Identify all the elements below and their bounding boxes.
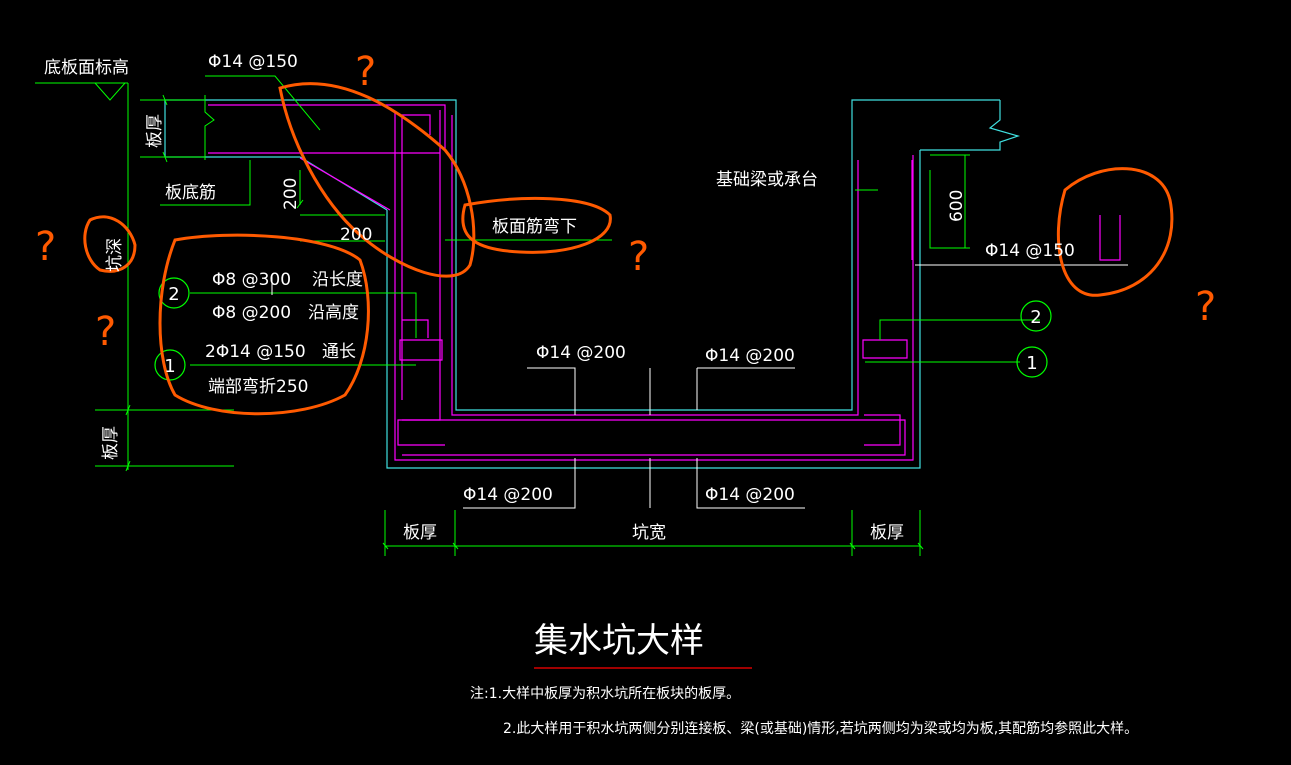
- question-mark-2: ?: [35, 224, 56, 270]
- marker-circle-right-1: [1016, 346, 1048, 378]
- label-slab-top-bent: 板面筋弯下: [492, 217, 577, 237]
- label-long-bar-note: 通长: [322, 342, 356, 362]
- question-mark-3: ?: [95, 309, 116, 355]
- highlight-right-rebar: [1056, 167, 1174, 297]
- label-slab-bottom-bar: 板底筋: [165, 183, 216, 203]
- label-stirrup-1: Φ8 @300: [212, 270, 291, 290]
- marker-right-1: 1: [1026, 353, 1037, 374]
- label-stirrup-2: Φ8 @200: [212, 303, 291, 323]
- label-pit-depth: 坑深: [105, 238, 125, 272]
- label-stirrup-1-note: 沿长度: [312, 270, 363, 290]
- label-slab-thickness-top: 板厚: [145, 114, 165, 148]
- dimension-lines: [35, 75, 1040, 556]
- label-top-rebar: Φ14 @150: [208, 52, 298, 72]
- label-bottom-inner-right: Φ14 @200: [705, 346, 795, 366]
- question-mark-5: ?: [1195, 284, 1216, 330]
- highlight-bent-label: [461, 196, 612, 254]
- note-2: 2.此大样用于积水坑两侧分别连接板、梁(或基础)情形,若坑两侧均为梁或均为板,其…: [503, 720, 1138, 737]
- label-dim-pit-width: 坑宽: [632, 523, 666, 543]
- marker-left-2: 2: [168, 284, 179, 305]
- label-dim-600: 600: [947, 190, 967, 222]
- label-dim-slab-right: 板厚: [870, 523, 904, 543]
- note-1: 注:1.大样中板厚为积水坑所在板块的板厚。: [470, 686, 740, 702]
- marker-right-2: 2: [1030, 307, 1041, 328]
- highlight-pit-depth: [83, 215, 137, 273]
- rebar-markers: [154, 277, 1052, 381]
- question-marks: ? ? ? ? ?: [35, 49, 1216, 355]
- label-end-bend: 端部弯折250: [208, 377, 308, 397]
- concrete-outline: [164, 99, 1021, 469]
- marker-circle-left-1: [154, 349, 186, 381]
- label-dim-slab-left: 板厚: [403, 523, 437, 543]
- label-long-bar: 2Φ14 @150: [205, 342, 306, 362]
- drawing-title: 集水坑大样: [534, 621, 704, 661]
- highlight-top-slab-bent: [278, 82, 476, 278]
- rebar-lines: [208, 104, 1121, 461]
- highlight-stirrups: [158, 233, 370, 416]
- hand-annotations: [83, 82, 1174, 416]
- label-bottom-outer-left: Φ14 @200: [463, 485, 553, 505]
- marker-numbers: 2 1 2 1: [164, 284, 1041, 377]
- label-stirrup-2-note: 沿高度: [308, 303, 359, 323]
- marker-left-1: 1: [164, 356, 175, 377]
- label-dim-200-vertical: 200: [281, 178, 301, 210]
- label-right-rebar: Φ14 @150: [985, 241, 1075, 261]
- label-slab-thickness-left: 板厚: [101, 426, 121, 460]
- leader-lines: [271, 264, 1128, 509]
- label-dim-200-horizontal: 200: [340, 225, 372, 245]
- marker-circle-left-2: [158, 277, 190, 309]
- marker-circle-right-2: [1020, 300, 1052, 332]
- question-mark-1: ?: [355, 49, 376, 95]
- labels: 底板面标高 Φ14 @150 板厚 板底筋 200 200 板面筋弯下 坑深 Φ…: [44, 52, 1075, 543]
- question-mark-4: ?: [628, 234, 649, 280]
- label-bottom-outer-right: Φ14 @200: [705, 485, 795, 505]
- label-floor-elevation: 底板面标高: [44, 58, 129, 78]
- label-bottom-inner-left: Φ14 @200: [536, 343, 626, 363]
- label-beam: 基础梁或承台: [716, 170, 818, 190]
